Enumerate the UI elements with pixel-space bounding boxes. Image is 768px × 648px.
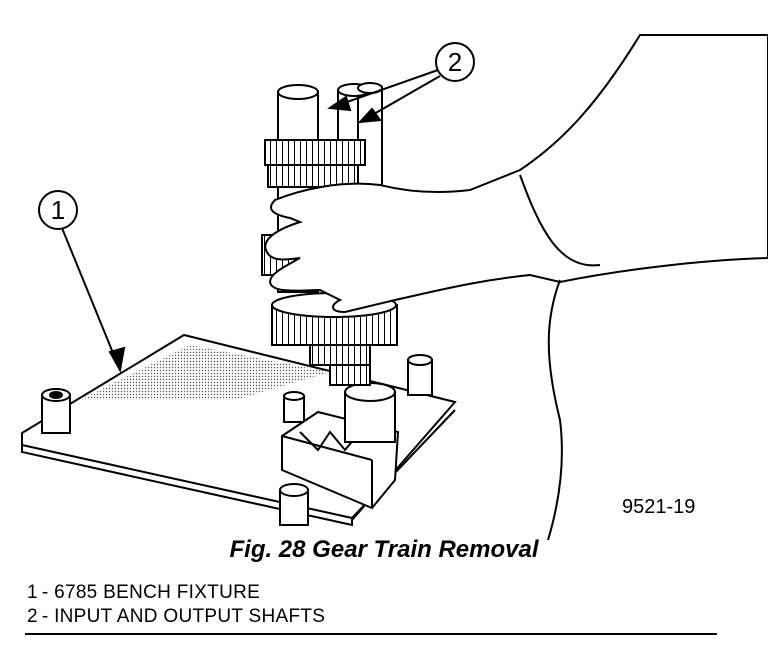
leader-lines xyxy=(61,69,441,373)
gear-train-illustration xyxy=(21,34,768,540)
bottom-divider xyxy=(25,633,717,635)
legend-text: - INPUT AND OUTPUT SHAFTS xyxy=(41,606,326,627)
legend-item: 1- 6785 BENCH FIXTURE xyxy=(27,582,260,604)
callout-2: 2 xyxy=(435,42,475,82)
legend-number: 1 xyxy=(27,582,38,603)
illustration-id: 9521-19 xyxy=(622,496,696,518)
legend-number: 2 xyxy=(27,606,38,627)
legend-item: 2- INPUT AND OUTPUT SHAFTS xyxy=(27,606,325,628)
figure-caption: Fig. 28 Gear Train Removal xyxy=(229,536,539,563)
callout-1-label: 1 xyxy=(50,194,66,225)
legend-text: - 6785 BENCH FIXTURE xyxy=(41,582,261,603)
technician-arm xyxy=(264,34,768,540)
callout-2-label: 2 xyxy=(447,46,463,77)
callout-1: 1 xyxy=(38,190,78,230)
bench-fixture xyxy=(21,333,457,527)
